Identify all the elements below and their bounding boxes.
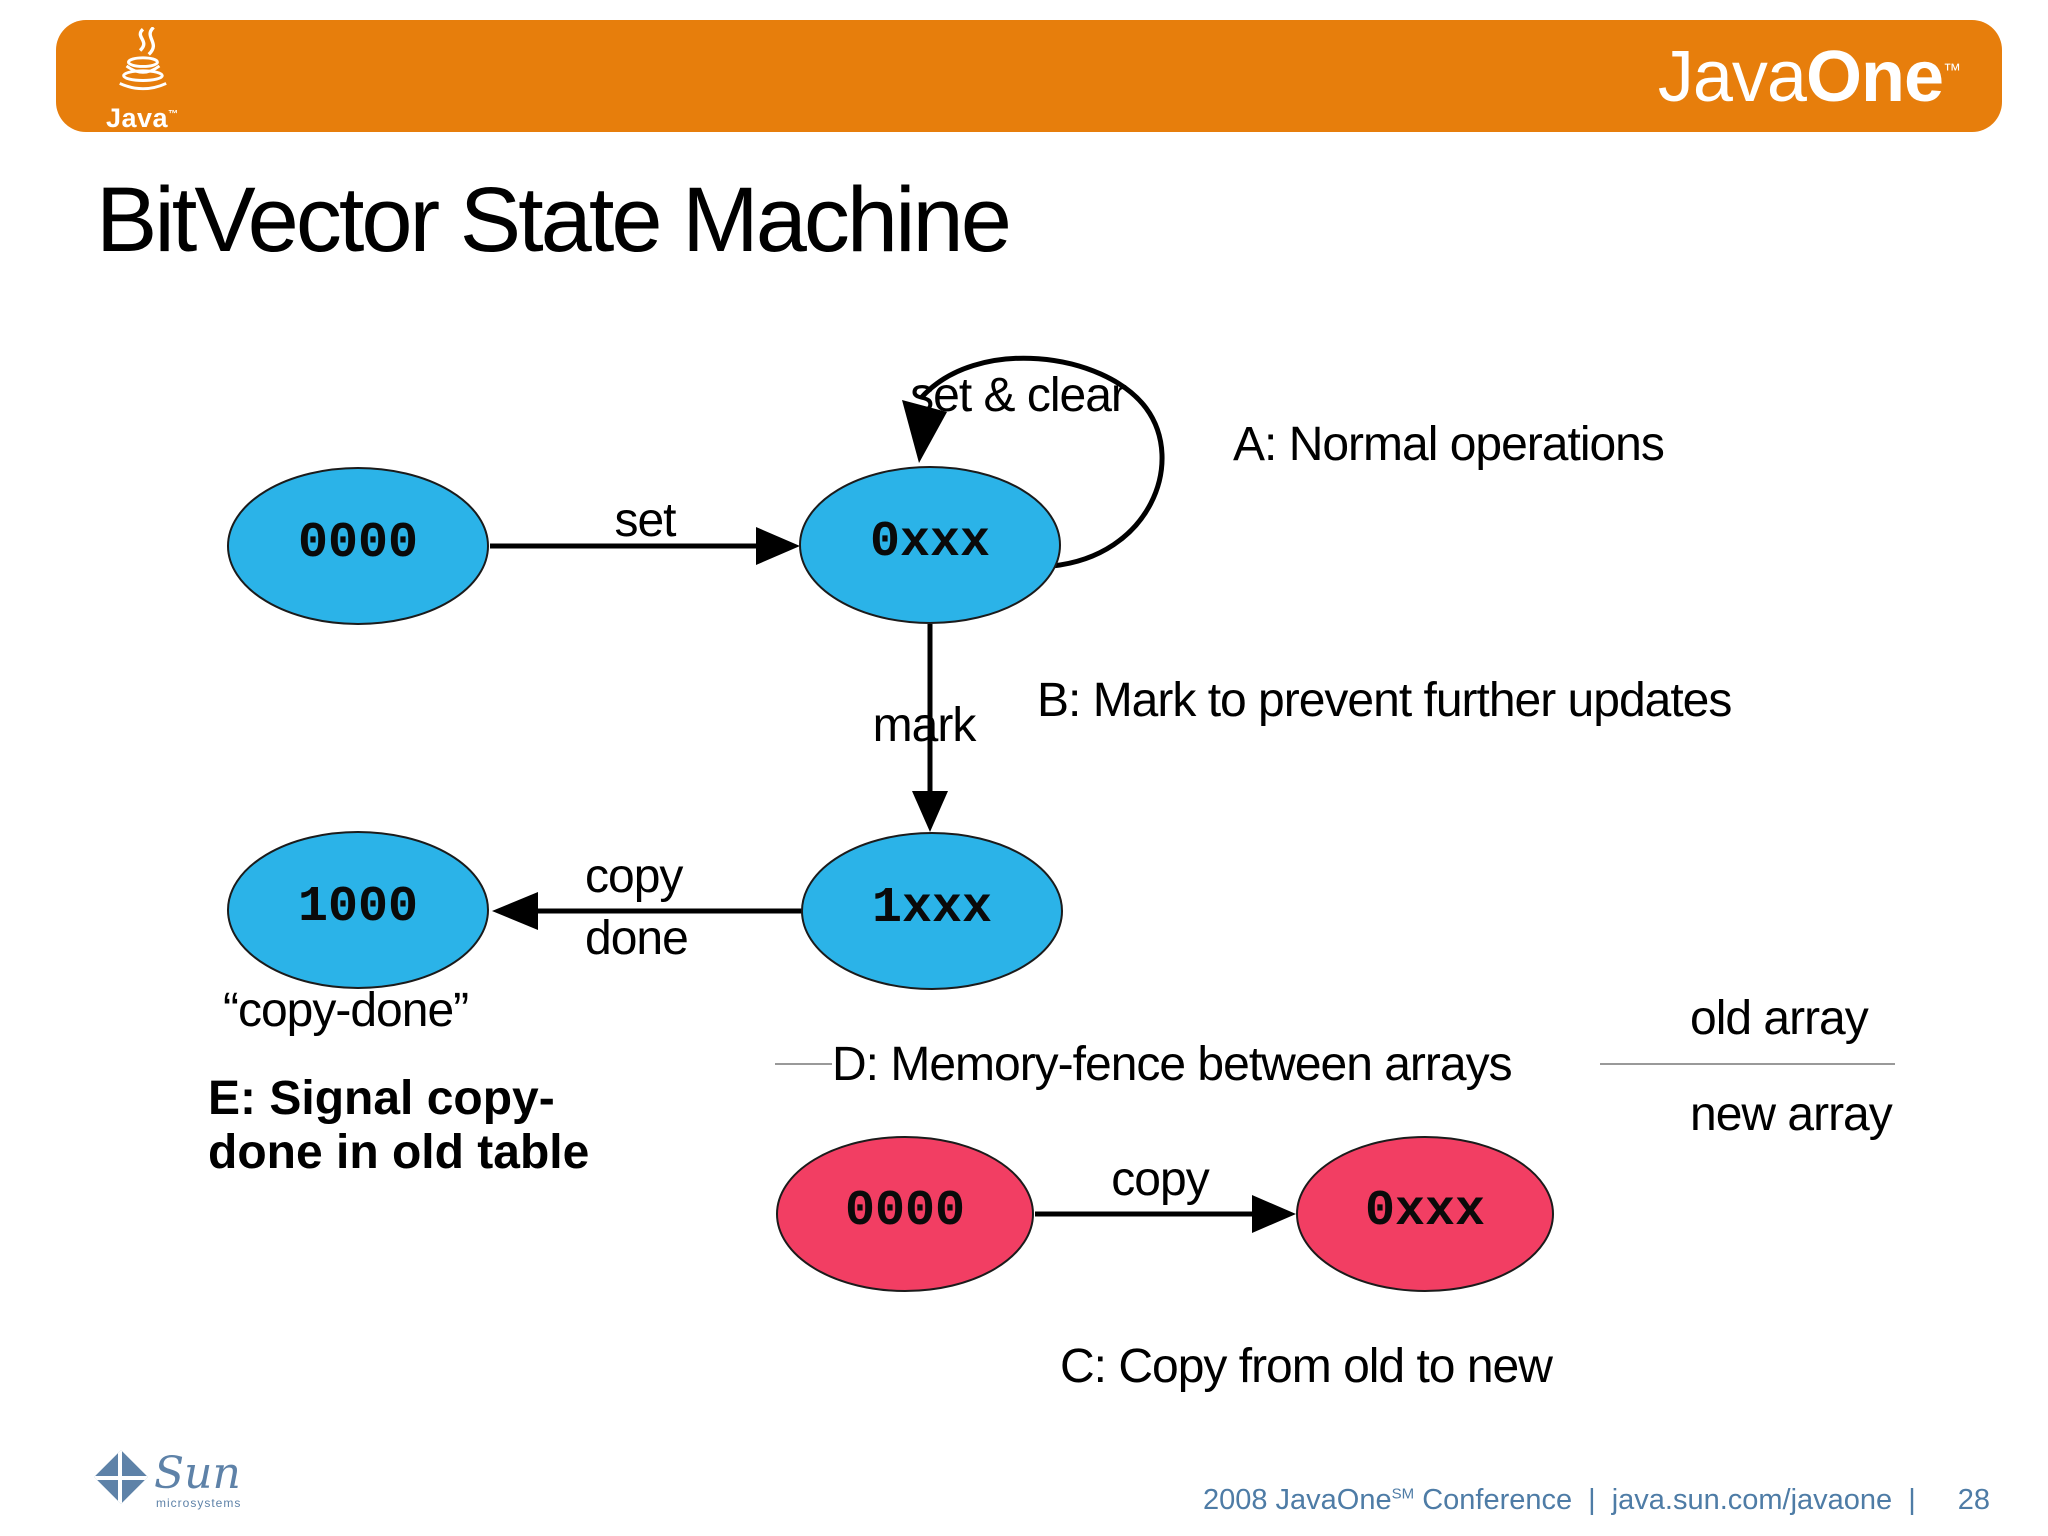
state-label: 0xxx	[1364, 1183, 1486, 1241]
annotation-e-line1: E: Signal copy-	[208, 1072, 555, 1125]
edge-set-clear-loop	[919, 355, 1165, 569]
state-0000-array	[776, 1136, 1034, 1292]
header-bar: Java™ JavaOne™	[56, 20, 2002, 132]
state-label: 0000	[844, 1183, 966, 1241]
footer-page-number: 28	[1957, 1484, 1990, 1516]
sun-logo: Sun microsystems	[94, 1448, 242, 1511]
footer-conference-prefix: 2008 JavaOne	[1202, 1484, 1392, 1516]
state-label: 1000	[297, 879, 419, 937]
annotation-e: E: Signal copy- done in old table	[208, 1072, 589, 1180]
state-0000-old	[227, 467, 489, 625]
javaone-logo-java: Java	[1657, 37, 1807, 117]
java-logo-tm: ™	[168, 108, 179, 120]
edge-copy-done-arrowhead	[492, 892, 538, 930]
footer-sm-mark: SM	[1391, 1485, 1415, 1503]
footer-text: 2008 JavaOneSM Conference | java.sun.com/j…	[1203, 1484, 1990, 1517]
footer-url: java.sun.com/javaone	[1611, 1484, 1893, 1516]
javaone-logo-tm: ™	[1943, 60, 1961, 80]
annotation-d: D: Memory-fence between arrays	[832, 1038, 1513, 1091]
edge-mark-arrowhead	[912, 791, 948, 832]
state-1000	[227, 831, 489, 989]
state-label: 0xxx	[869, 514, 991, 572]
annotation-a: A: Normal operations	[1233, 418, 1665, 471]
state-label: 1xxx	[871, 880, 993, 938]
state-0xxx-array	[1296, 1136, 1554, 1292]
java-logo: Java™	[106, 26, 179, 133]
new-array-label: new array	[1690, 1088, 1893, 1141]
edge-label-set: set	[614, 494, 676, 548]
sun-logo-sub: microsystems	[156, 1496, 242, 1510]
footer-conference-suffix: Conference	[1414, 1484, 1573, 1516]
java-logo-wordmark: Java™	[106, 102, 179, 133]
annotation-e-line2: done in old table	[208, 1125, 590, 1179]
annotation-b: B: Mark to prevent further updates	[1037, 674, 1732, 727]
sun-logo-text: Sun microsystems	[154, 1448, 242, 1511]
sun-logo-name: Sun	[154, 1448, 241, 1499]
footer-separator: |	[1908, 1484, 1916, 1516]
state-1xxx	[801, 832, 1063, 990]
edge-set-clear-arrowhead	[902, 400, 947, 463]
sun-diamond-icon	[94, 1450, 148, 1504]
edge-label-copy: copy	[1111, 1153, 1209, 1207]
javaone-logo: JavaOne™	[1658, 41, 1961, 113]
edge-label-set-clear: set & clear	[910, 369, 1127, 423]
edge-copy-arrowhead	[1252, 1195, 1296, 1233]
edge-label-copy-done-2: done	[585, 912, 689, 965]
java-logo-text: Java	[106, 102, 169, 133]
edge-set-arrowhead	[756, 527, 800, 565]
edge-label-mark: mark	[872, 699, 977, 753]
copy-done-quote: “copy-done”	[223, 984, 469, 1037]
annotation-c: C: Copy from old to new	[1060, 1340, 1553, 1393]
java-cup-icon	[119, 26, 168, 90]
state-label: 0000	[297, 515, 419, 573]
slide-title: BitVector State Machine	[96, 169, 1012, 271]
old-array-label: old array	[1690, 992, 1869, 1045]
javaone-logo-one: One	[1805, 37, 1944, 117]
footer-separator: |	[1588, 1484, 1596, 1516]
state-0xxx	[799, 466, 1061, 624]
edge-label-copy-done-1: copy	[585, 850, 683, 903]
